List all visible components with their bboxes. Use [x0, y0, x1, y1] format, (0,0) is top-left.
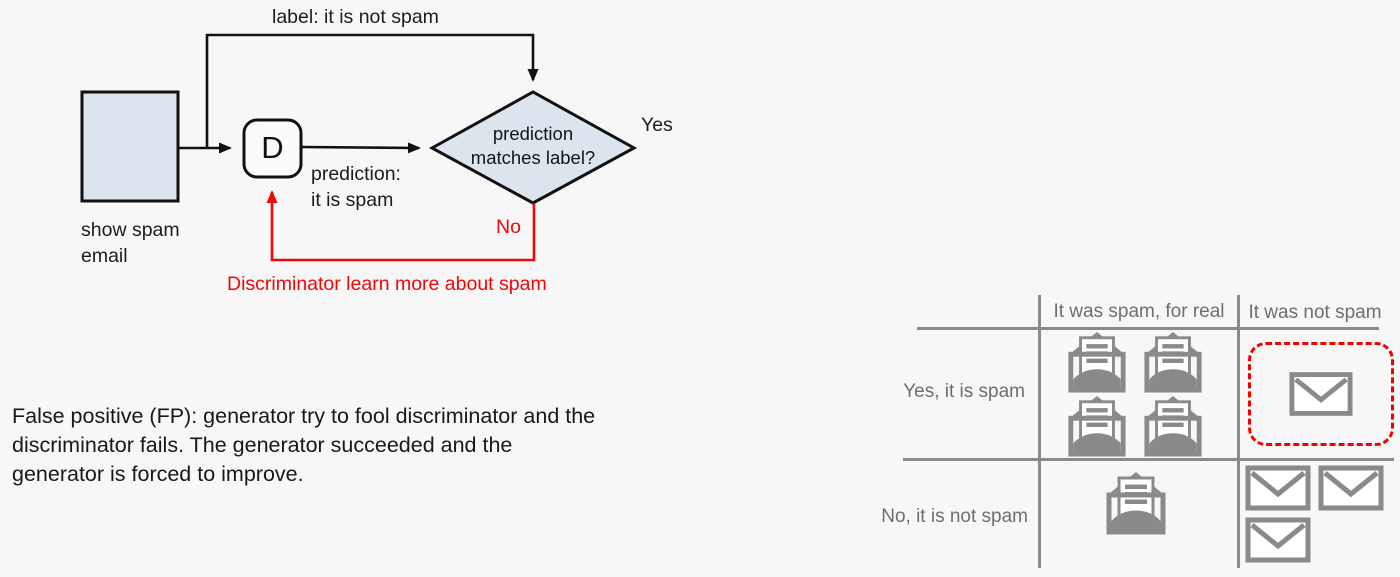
- discriminator-node: [242, 118, 303, 179]
- closed-envelope-icon: [1245, 517, 1311, 563]
- discriminator-letter: D: [261, 130, 284, 165]
- matrix-col-header-spam: It was spam, for real: [1053, 301, 1225, 322]
- matrix-col-header-not-spam: It was not spam: [1248, 302, 1382, 323]
- decision-diamond: [428, 90, 638, 205]
- tn-icon-row-1: [1245, 465, 1384, 511]
- arrow-no-feedback: [266, 190, 536, 262]
- show-spam-email-label: show spam email: [81, 219, 180, 267]
- yes-branch-label: Yes: [641, 114, 673, 136]
- feedback-label: Discriminator learn more about spam: [227, 273, 547, 295]
- decision-question-line1: prediction: [492, 123, 574, 144]
- caption-line3: generator is forced to improve.: [12, 462, 304, 486]
- open-envelope-icon: [1104, 470, 1168, 536]
- prediction-spam-label: prediction: it is spam: [311, 161, 401, 213]
- prediction-line1: prediction:: [311, 163, 401, 185]
- label-not-spam-text: label: it is not spam: [272, 6, 439, 28]
- tp-icon-row-1: [1065, 331, 1205, 393]
- caption-paragraph: False positive (FP): generator try to fo…: [12, 402, 595, 489]
- matrix-cell-false-negative: [1104, 470, 1168, 536]
- matrix-cell-true-positive: [1065, 331, 1205, 457]
- open-envelope-icon: [1141, 395, 1205, 457]
- matrix-vline-left: [1038, 295, 1041, 568]
- matrix-row-header-yes-spam: Yes, it is spam: [903, 381, 1025, 402]
- open-envelope-icon: [1141, 331, 1205, 393]
- no-branch-label: No: [496, 216, 521, 238]
- arrow-label-to-decision: [205, 33, 539, 148]
- closed-envelope-icon: [1245, 465, 1311, 511]
- open-envelope-icon: [1065, 331, 1129, 393]
- tp-icon-row-2: [1065, 395, 1205, 457]
- open-envelope-icon: [1065, 395, 1129, 457]
- caption-line2: discriminator fails. The generator succe…: [12, 433, 513, 457]
- closed-envelope-icon: [1289, 371, 1353, 417]
- caption-line1: False positive (FP): generator try to fo…: [12, 404, 596, 428]
- arrow-prediction-to-decision: [301, 142, 421, 154]
- matrix-cell-true-negative: [1245, 465, 1384, 563]
- matrix-row-header-no-spam: No, it is not spam: [881, 506, 1028, 527]
- flowchart-diagram: [80, 33, 638, 262]
- matrix-hline-top: [917, 327, 1379, 330]
- matrix-vline-right: [1237, 295, 1240, 568]
- decision-question: prediction matches label?: [433, 122, 633, 170]
- matrix-hline-bottom: [903, 458, 1394, 461]
- decision-question-line2: matches label?: [470, 147, 596, 168]
- prediction-line2: it is spam: [311, 189, 394, 211]
- false-positive-highlight-box: [1248, 342, 1394, 446]
- closed-envelope-icon: [1318, 465, 1384, 511]
- show-spam-email-node: [80, 90, 180, 203]
- tn-icon-row-2: [1245, 517, 1384, 563]
